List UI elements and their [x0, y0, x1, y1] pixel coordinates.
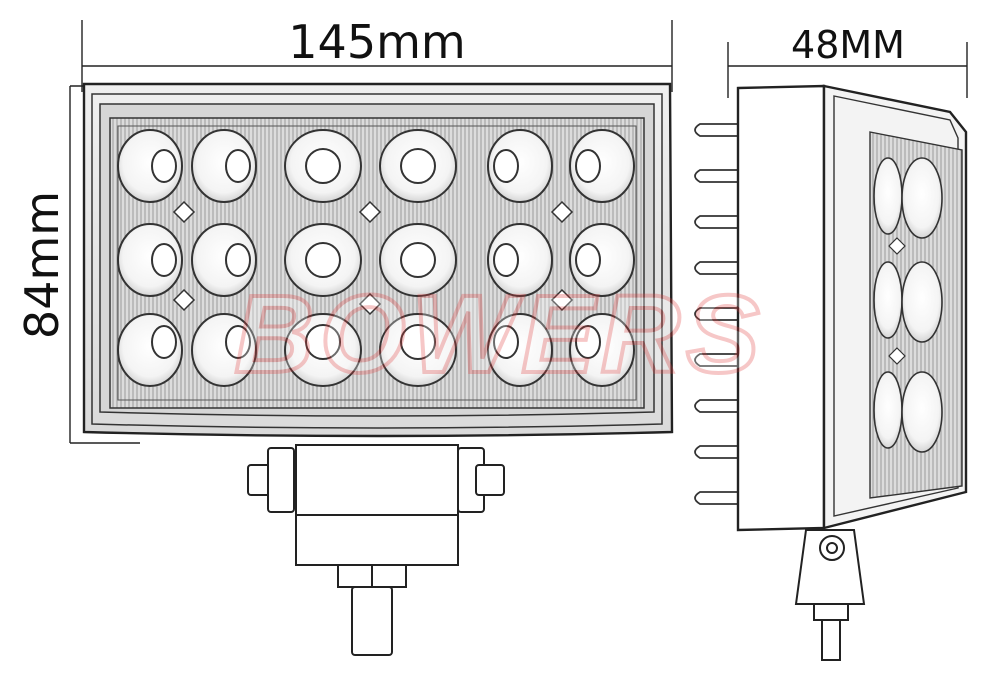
diamond-marker [172, 288, 196, 312]
led [873, 261, 903, 339]
led [901, 371, 943, 453]
watermark: BOWERS [233, 271, 766, 398]
height-label: 84mm [15, 191, 69, 339]
led [191, 223, 257, 297]
diamond-marker [358, 200, 382, 224]
cooling-fins [694, 123, 739, 505]
diamond-marker [888, 237, 906, 255]
front-view: 145mm 84mm [15, 15, 674, 656]
side-leds [873, 157, 943, 453]
width-dimension: 145mm [81, 15, 673, 92]
mounting-bracket [247, 444, 505, 656]
led-row-2 [117, 223, 635, 297]
depth-label: 48MM [791, 23, 905, 67]
led [901, 261, 943, 343]
height-dimension: 84mm [15, 85, 140, 444]
diamond-marker [888, 347, 906, 365]
depth-dimension: 48MM [727, 23, 968, 98]
width-label: 145mm [288, 15, 465, 69]
diamond-marker [358, 292, 382, 316]
led-row-1 [117, 129, 635, 203]
led [487, 223, 553, 297]
side-view: 48MM [694, 23, 968, 661]
led [487, 129, 553, 203]
watermark-text: BOWERS [235, 273, 766, 396]
led [191, 129, 257, 203]
led [901, 157, 943, 239]
led [873, 371, 903, 449]
diamond-marker [550, 288, 574, 312]
led [117, 129, 183, 203]
led [117, 223, 183, 297]
diamond-markers [172, 200, 574, 316]
led-row-3 [117, 313, 635, 387]
led [569, 129, 635, 203]
led [569, 223, 635, 297]
diamond-marker [172, 200, 196, 224]
diamond-marker [550, 200, 574, 224]
side-mount [794, 529, 866, 661]
led [873, 157, 903, 235]
led-grid [117, 129, 635, 387]
